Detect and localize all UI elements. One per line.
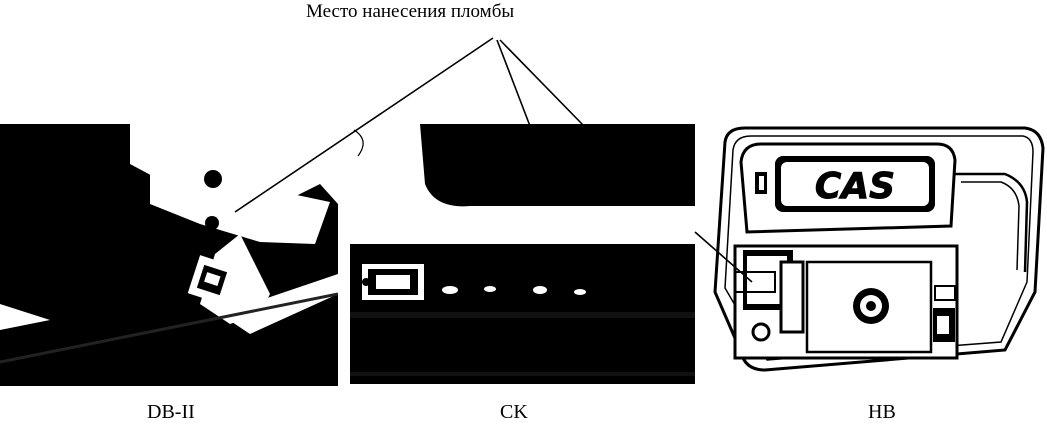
caption-db-ii: DB-II	[147, 401, 195, 423]
hb-drawing: CAS	[713, 126, 1045, 372]
db-ii-photo	[0, 124, 338, 386]
caption-ck: CK	[500, 401, 528, 423]
caption-hb: HB	[868, 401, 896, 423]
seal-location-label: Место нанесения пломбы	[306, 1, 515, 22]
cas-logo: CAS	[815, 166, 895, 207]
ck-photo	[350, 124, 695, 384]
